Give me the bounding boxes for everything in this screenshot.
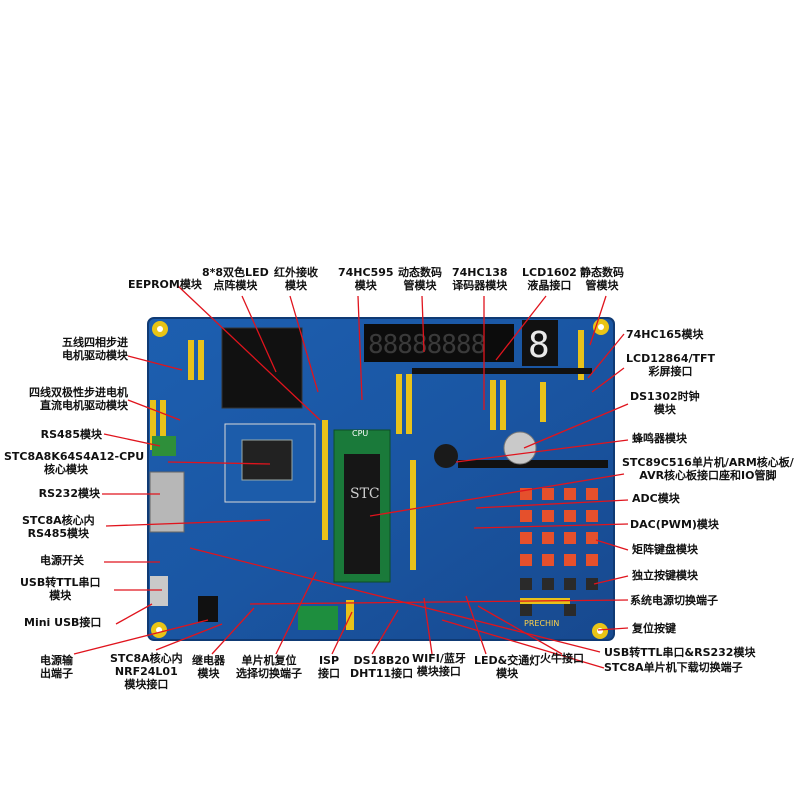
label-step5: 五线四相步进电机驱动模块 (62, 336, 128, 362)
label-pwr-out: 电源输出端子 (40, 654, 73, 680)
label-ds1302: DS1302时钟模块 (630, 390, 700, 416)
static-seg-display (522, 320, 558, 366)
label-ir: 红外接收模块 (274, 266, 318, 292)
rs485-terminal (152, 436, 176, 456)
dc-jack (198, 596, 218, 622)
label-usb-ttl: USB转TTL串口模块 (20, 576, 101, 602)
label-indep-key: 独立按键模块 (632, 569, 698, 582)
io-header-mid (458, 460, 608, 468)
label-buzzer: 蜂鸣器模块 (632, 432, 687, 445)
seven-seg-display (364, 324, 514, 362)
io-header-top (412, 368, 592, 374)
stc8a-chip (241, 439, 293, 481)
label-fire: 火牛接口 (540, 652, 584, 665)
label-usb-rs232: USB转TTL串口&RS232模块 (604, 646, 756, 659)
label-rs485: RS485模块 (40, 428, 102, 441)
label-matrix-key: 矩阵键盘模块 (632, 543, 698, 556)
leader-lines (73, 285, 629, 669)
label-relay: 继电器模块 (192, 654, 225, 680)
label-core-socket: STC89C516单片机/ARM核心板/AVR核心板接口座和IO管脚 (622, 456, 794, 482)
label-hc165: 74HC165模块 (626, 328, 704, 341)
label-wifi: WIFI/蓝牙模块接口 (412, 652, 466, 678)
label-reset: 复位按键 (632, 622, 676, 635)
mounting-holes (151, 319, 609, 639)
label-stc8a-dl: STC8A单片机下载切换端子 (604, 661, 743, 674)
static-seg-digit: 8 (528, 325, 550, 366)
usb-port (150, 576, 168, 606)
label-mcu-reset: 单片机复位选择切换端子 (236, 654, 302, 680)
independent-keys (520, 578, 598, 616)
dip40-chip (344, 454, 380, 574)
label-power-switch: 电源开关 (40, 554, 84, 567)
coin-cell (503, 431, 537, 465)
label-seg: 动态数码管模块 (398, 266, 442, 292)
label-adc: ADC模块 (632, 492, 680, 505)
terminal-block (298, 606, 338, 630)
cpu-marking: STC (350, 486, 380, 502)
label-mini-usb: Mini USB接口 (24, 616, 102, 629)
seven-seg-digits: 88888888 (368, 330, 485, 360)
db9-connector (149, 471, 185, 533)
label-traffic: LED&交通灯模块 (474, 654, 541, 680)
label-pwr-select: 系统电源切换端子 (630, 594, 718, 607)
matrix-keypad (520, 488, 598, 566)
label-eeprom: EEPROM模块 (128, 278, 202, 291)
label-static-seg: 静态数码管模块 (580, 266, 624, 292)
label-step4: 四线双极性步进电机直流电机驱动模块 (29, 386, 128, 412)
cpu-tag: CPU (352, 429, 368, 438)
buzzer (434, 444, 458, 468)
brand-mark: PRECHIN (524, 619, 559, 628)
label-dac: DAC(PWM)模块 (630, 518, 719, 531)
label-rs232: RS232模块 (38, 487, 100, 500)
